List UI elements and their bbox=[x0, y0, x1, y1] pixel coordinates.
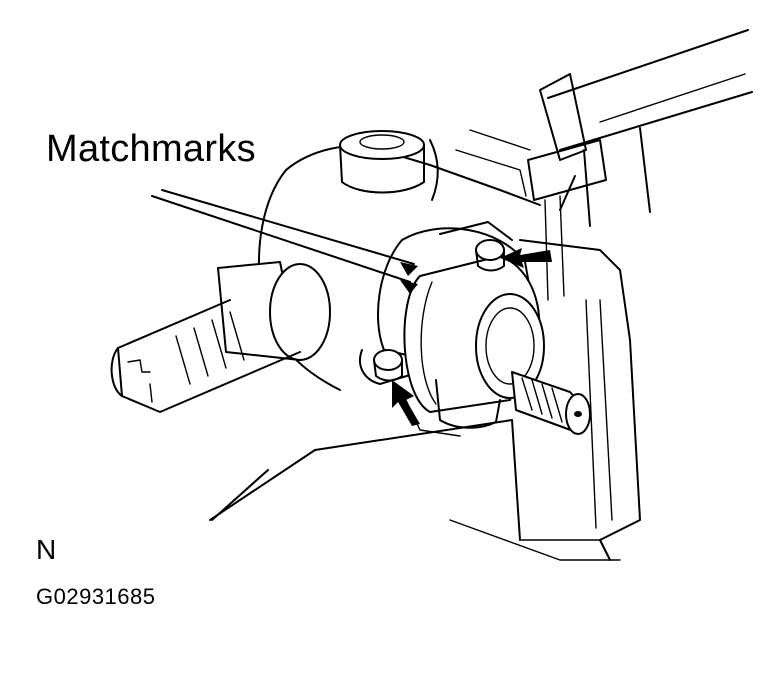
input-shaft-left bbox=[110, 261, 331, 413]
housing-top-boss bbox=[339, 129, 531, 201]
rack-housing-tube bbox=[547, 29, 753, 227]
figure-id-label: G02931685 bbox=[36, 584, 156, 609]
pinion-shaft bbox=[511, 371, 591, 435]
mounting-bracket bbox=[527, 73, 607, 301]
lower-bolt bbox=[373, 349, 403, 382]
matchmarks-leader-lines bbox=[151, 189, 418, 294]
view-code-label: N bbox=[36, 534, 57, 565]
upper-bolt bbox=[475, 239, 505, 272]
valve-body bbox=[403, 255, 545, 413]
bolt-arrow-lower bbox=[392, 380, 420, 426]
bolt-arrow-upper bbox=[500, 248, 552, 268]
matchmarks-label: Matchmarks bbox=[46, 128, 256, 170]
